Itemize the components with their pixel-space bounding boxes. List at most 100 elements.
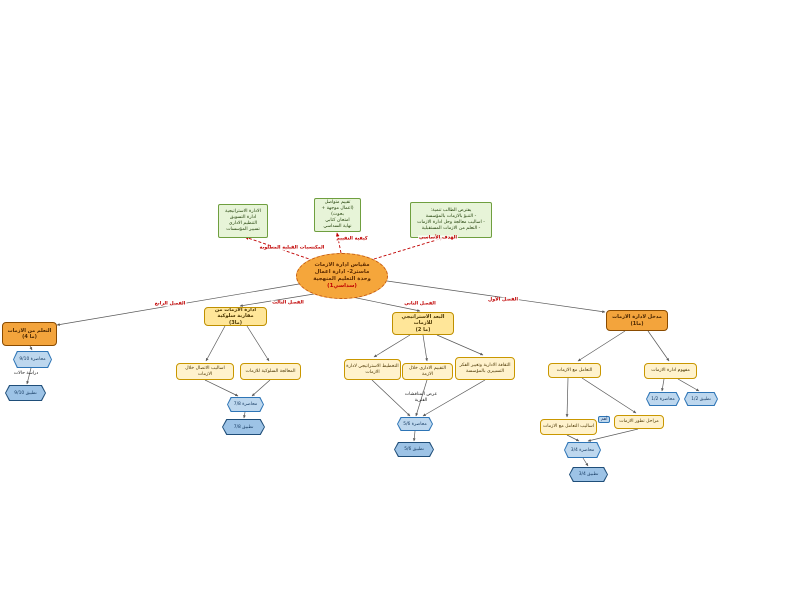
edge [661, 378, 665, 392]
edge [244, 236, 319, 263]
text-line: - اساليب معالجة وحل ادارة الازمات [417, 220, 485, 225]
hex-label: تطبيق 1/2 [685, 393, 717, 405]
node-chapter3[interactable]: ادارة الازمات من مقاربة سلوكية (ما3) [204, 307, 267, 326]
edge [422, 379, 486, 417]
hex-label: تطبيق 7/8 [223, 420, 264, 434]
chapter-code: (ما 4) [22, 334, 37, 340]
edge [204, 379, 239, 397]
text-line: الادارة الاستراتيجية [225, 208, 261, 214]
concept-edges [26, 280, 700, 467]
edge [386, 280, 606, 313]
edge [647, 330, 670, 362]
node-course-root[interactable]: مقياس ادارة الازمات ماستر2- ادارة اعمال … [296, 253, 388, 299]
text-line: - التنبؤ بالازمات بالمؤسسة [425, 213, 477, 219]
edge [566, 434, 580, 442]
text-line: (اعمال موجهة + بحوث) [321, 205, 354, 217]
text-line: تسيير المؤسسات [226, 227, 260, 233]
hex-lecture-5-6[interactable]: محاضرة 5/6 [397, 417, 433, 431]
edge [415, 379, 428, 417]
text-line: نهاية السداسي [323, 224, 352, 230]
edge-label-prerequisites[interactable]: المكتسبات القبلية المطلوبة [258, 245, 326, 251]
node-dealing-crisis[interactable]: التعامل مع الازمات [548, 363, 601, 378]
text-line: ماستر2- ادارة اعمال [314, 268, 370, 275]
hex-label: محاضرة 5/6 [398, 418, 432, 430]
node-objective-box[interactable]: يفترض الطالب تنمية: - التنبؤ بالازمات با… [410, 202, 492, 238]
chapter-title: مدخل لادارة الازمات [612, 314, 662, 321]
text-line: مقياس ادارة الازمات [314, 261, 370, 268]
edge [565, 377, 569, 418]
edge [581, 377, 637, 414]
hex-practical-1-2[interactable]: تطبيق 1/2 [684, 392, 718, 406]
edge [412, 430, 416, 442]
edge-label-chapter4[interactable]: الفصل الرابع [153, 301, 187, 307]
edge [577, 330, 626, 362]
chapter-title: ادارة الازمات من مقاربة سلوكية [214, 307, 257, 320]
edge [239, 293, 315, 307]
edge [243, 411, 246, 419]
edge [246, 325, 270, 362]
hex-practical-3-4[interactable]: تطبيق 3/4 [569, 467, 608, 482]
hex-label: تطبيق 3/4 [570, 468, 607, 481]
chapter-code: (ما1) [630, 320, 644, 327]
node-behavioral-treatment[interactable]: المعالجة السلوكية للازمات [240, 363, 301, 380]
edge [677, 378, 700, 392]
node-admin-culture[interactable]: الثقافة الادارية وتغيير الفكر التسييري ب… [455, 357, 515, 380]
chapter-code: (ما3) [228, 319, 243, 326]
node-chapter4[interactable]: التعلم من الازمات (ما 4) [2, 322, 57, 346]
edge [29, 345, 33, 351]
hex-practical-9-10[interactable]: تطبيق 9/10 [5, 385, 46, 401]
hex-practical-5-6[interactable]: تطبيق 5/6 [394, 442, 434, 457]
relation-edges [244, 232, 444, 263]
hex-label: تطبيق 9/10 [6, 386, 45, 400]
hex-label: تطبيق 5/6 [395, 443, 433, 456]
node-concept-crisis[interactable]: مفهوم ادارة الازمات [644, 363, 697, 379]
edge [422, 334, 428, 362]
node-evaluation-box[interactable]: تقييم متواصل (اعمال موجهة + بحوث) امتحان… [314, 198, 361, 232]
note-case-studies[interactable]: دراسة حالات [13, 371, 39, 376]
edge [587, 428, 639, 442]
text-line: (سداسي1) [327, 283, 357, 290]
edge [26, 367, 32, 385]
edge-label-chapter1[interactable]: الفصل الأول [487, 297, 519, 303]
note-periodic-discussions[interactable]: عرض المناقشات الفترية [404, 392, 438, 403]
text-line: ادارة التسويق [229, 214, 257, 220]
hex-label: محاضرة 9/10 [14, 352, 51, 367]
edge-label-chapter3[interactable]: الفصل الثالث [271, 300, 305, 306]
node-prerequisites-box[interactable]: الادارة الاستراتيجية ادارة التسويق التنظ… [218, 204, 268, 238]
edge [582, 457, 589, 467]
text-line: - التعلم من الازمات المستقبلية [421, 226, 481, 232]
text-line: التنظيم الاداري [228, 221, 258, 226]
node-communication-methods[interactable]: اساليب الاتصال خلال الازمات [176, 363, 234, 380]
node-chapter1[interactable]: مدخل لادارة الازمات (ما1) [606, 310, 668, 331]
hex-lecture-3-4[interactable]: محاضرة 3/4 [564, 442, 601, 458]
node-chapter2[interactable]: البعد الاستراتيجي للازمات (ما 2) [392, 312, 454, 335]
hex-label: محاضرة 3/4 [565, 443, 600, 457]
edge-label-chapter2[interactable]: الفصل الثاني [403, 301, 437, 307]
chapter-title: البعد الاستراتيجي للازمات [401, 314, 445, 327]
edge [373, 334, 411, 358]
text-line: تقييم متواصل [324, 199, 351, 205]
node-crisis-stages[interactable]: مراحل تطور الازمات [614, 415, 664, 429]
hex-lecture-1-2[interactable]: محاضرة 1/2 [646, 392, 680, 406]
node-admin-evaluation[interactable]: التقييم الاداري خلال الازمة [402, 363, 453, 380]
edge [351, 296, 421, 312]
text-line: يفترض الطالب تنمية: [430, 207, 472, 213]
hex-practical-7-8[interactable]: تطبيق 7/8 [222, 419, 265, 435]
edge-label-evaluation[interactable]: كيفية التقييم [335, 236, 369, 242]
edge [371, 379, 411, 417]
text-line: وحدة التعليم المنهجية [313, 276, 371, 282]
tag-important[interactable]: أهم [598, 416, 611, 423]
node-strategic-planning[interactable]: التخطيط الاستراتيجي لادارة الازمات [344, 359, 401, 380]
hex-lecture-7-8[interactable]: محاضرة 7/8 [227, 397, 264, 412]
node-dealing-methods[interactable]: اساليب التعامل مع الازمات [540, 419, 597, 435]
hex-label: محاضرة 1/2 [647, 393, 679, 405]
chapter-code: (ما 2) [415, 326, 431, 333]
hex-label: محاضرة 7/8 [228, 398, 263, 411]
hex-lecture-9-10[interactable]: محاضرة 9/10 [13, 351, 52, 368]
edge-label-objective[interactable]: الهدف الأساسي [418, 235, 458, 241]
edge [205, 325, 226, 362]
edge [335, 232, 342, 254]
edge [251, 379, 271, 397]
